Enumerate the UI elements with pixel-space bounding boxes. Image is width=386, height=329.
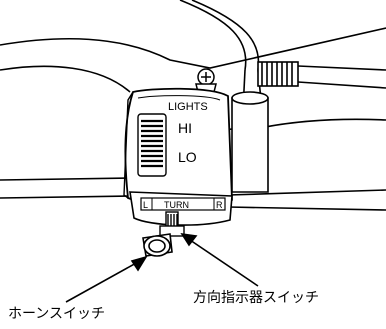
turn-signal-knob bbox=[159, 211, 185, 237]
horn-button bbox=[142, 233, 173, 257]
horn-callout-arrow bbox=[65, 255, 148, 303]
hi-label: HI bbox=[178, 120, 192, 136]
horn-switch-label: ホーンスイッチ bbox=[8, 306, 106, 322]
lights-label: LIGHTS bbox=[168, 101, 208, 113]
cable bbox=[179, 0, 386, 111]
turn-right-label: R bbox=[216, 200, 223, 210]
turn-label-plate bbox=[129, 191, 233, 226]
cylinder bbox=[231, 91, 269, 193]
turn-signal-switch-label: 方向指示器スイッチ bbox=[193, 290, 319, 306]
turn-label: TURN bbox=[164, 200, 189, 210]
turn-left-label: L bbox=[143, 200, 148, 210]
lo-label: LO bbox=[178, 149, 197, 165]
mounting-screw bbox=[195, 68, 217, 93]
turn-callout-arrow bbox=[180, 232, 259, 287]
light-selector-switch bbox=[137, 113, 167, 177]
